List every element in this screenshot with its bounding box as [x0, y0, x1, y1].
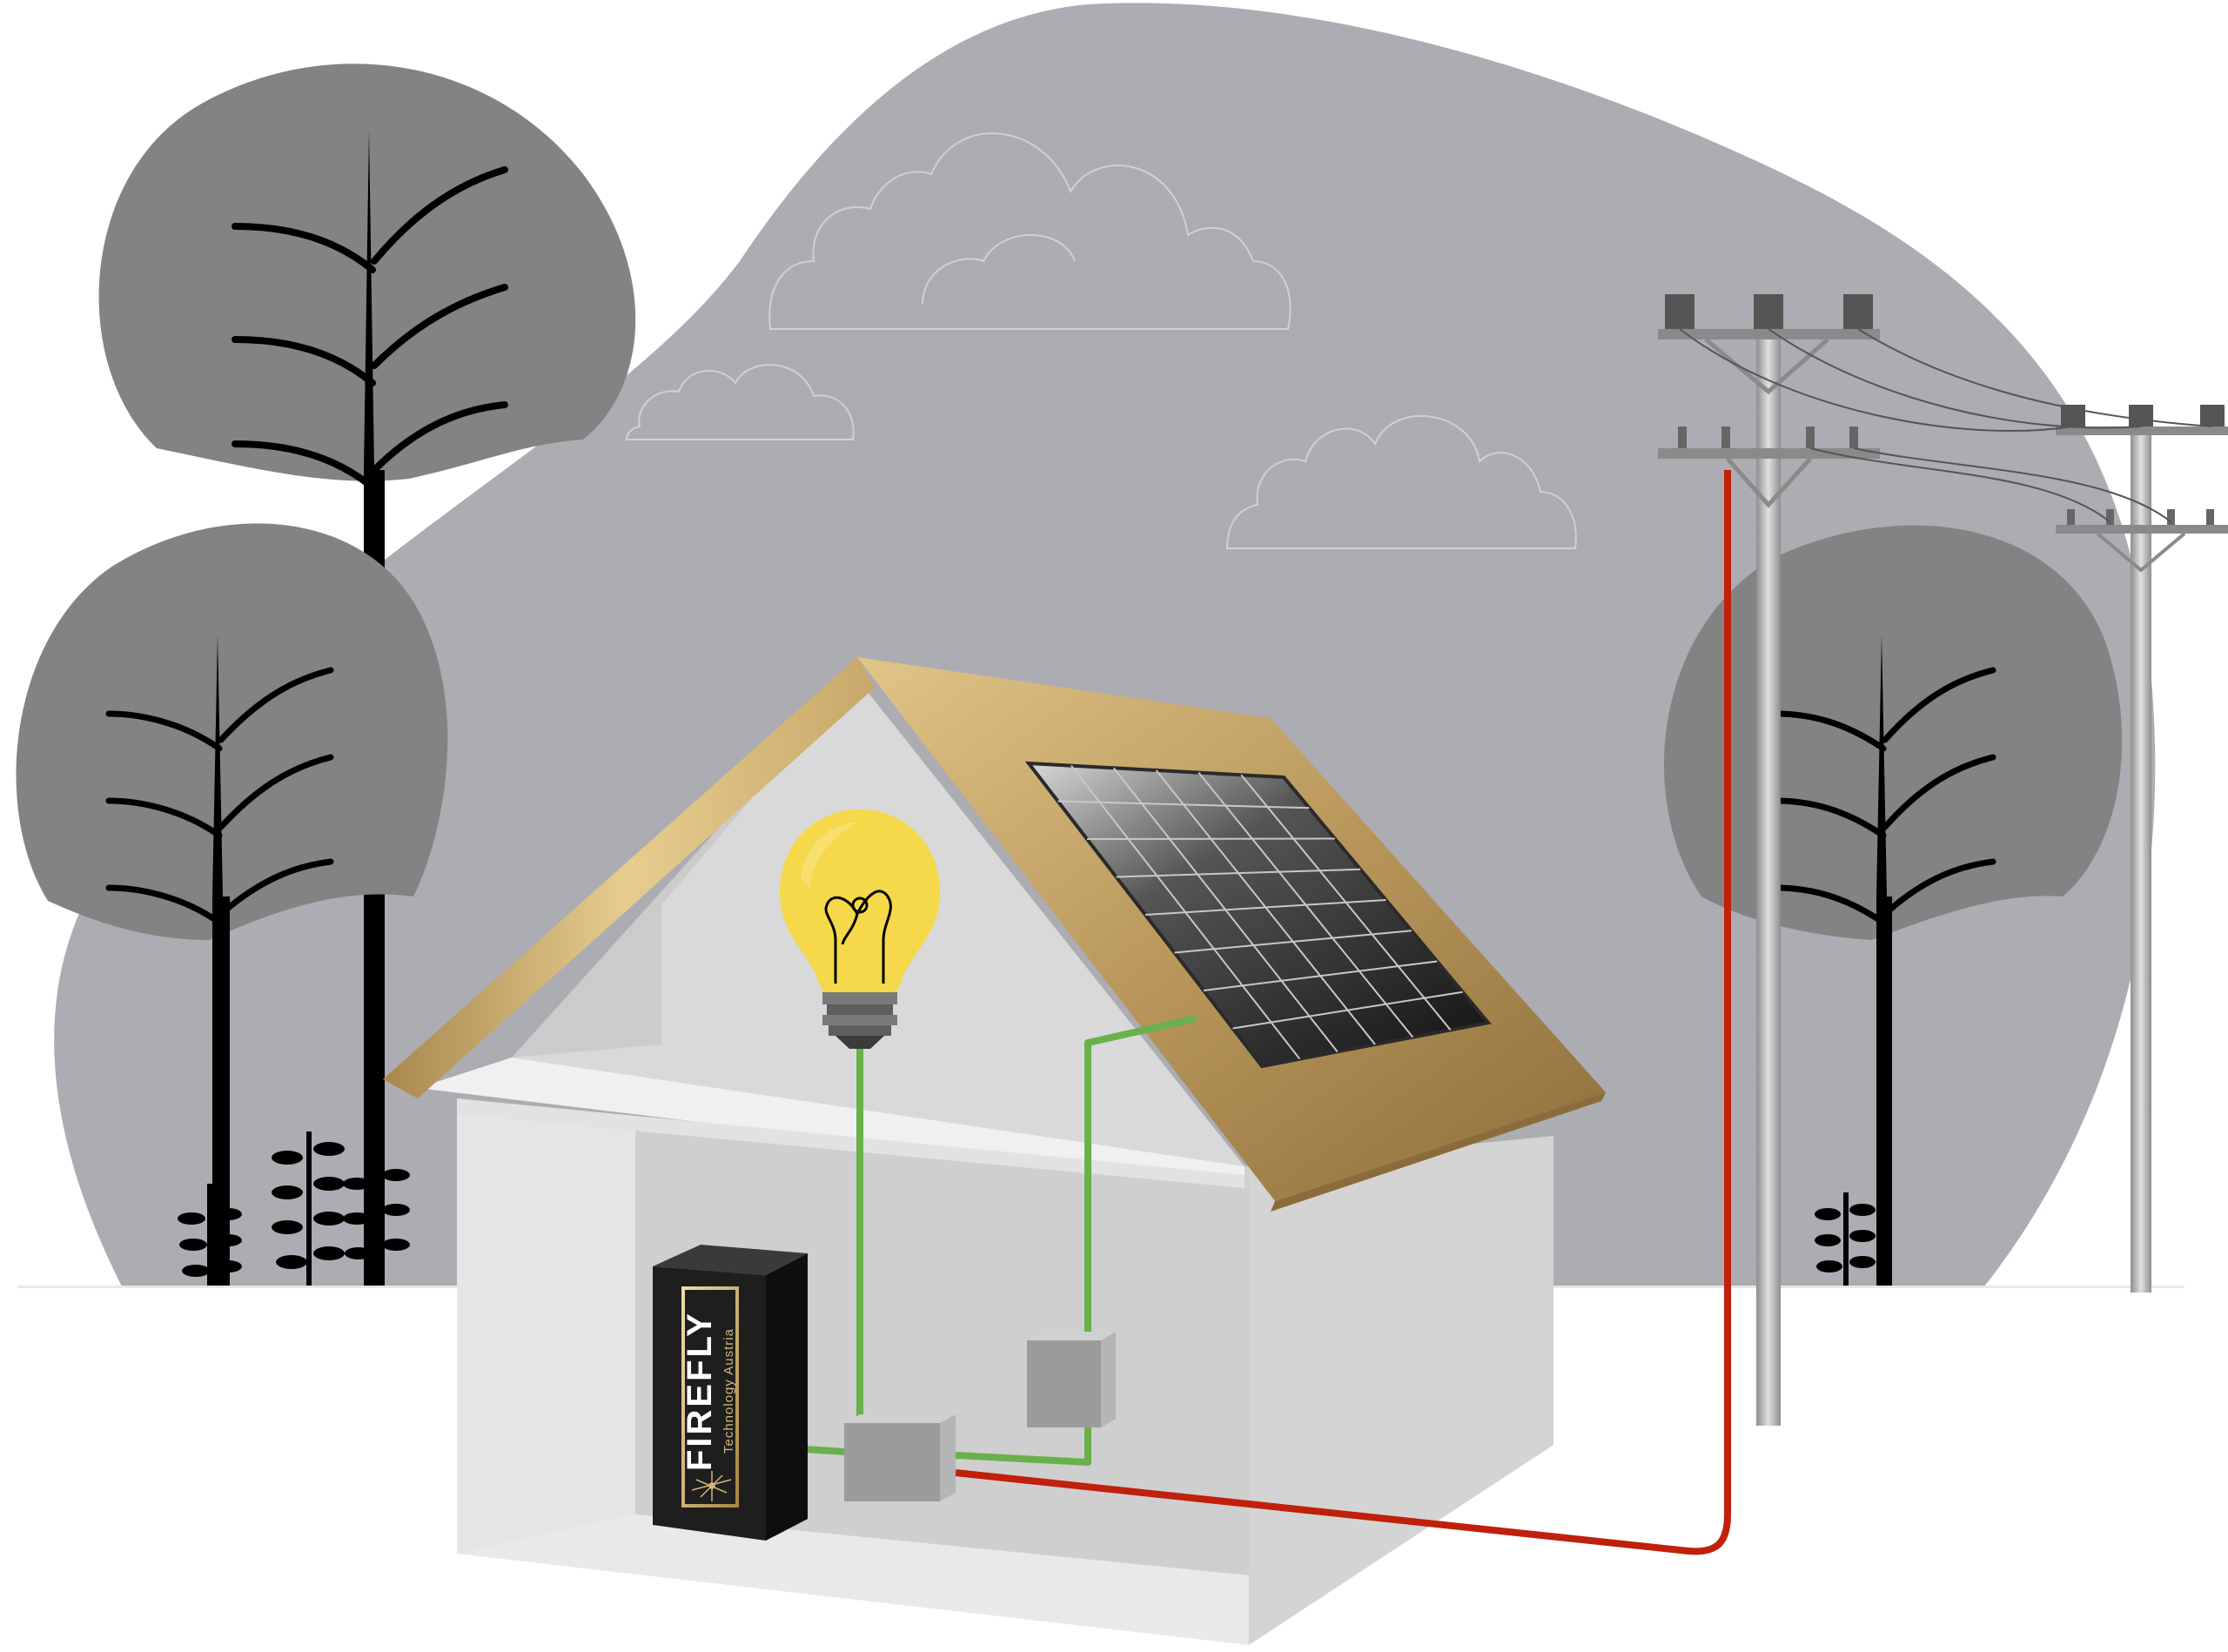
solar-wire — [955, 1015, 1198, 1466]
solar-cell-line — [1232, 991, 1463, 1030]
house-left-wall — [457, 1101, 635, 1554]
power-lines — [1679, 328, 2213, 523]
inverter-box — [1027, 1332, 1116, 1427]
grid-wire — [955, 470, 1731, 1555]
house-right-wall — [1249, 1136, 1554, 1645]
cloud-outline-icon — [625, 132, 1577, 549]
background-hill — [54, 3, 2156, 1287]
house-eave-edge — [457, 1098, 1245, 1188]
battery-tagline-label: Technology Austria — [721, 1328, 736, 1454]
solar-cell-line — [1174, 930, 1412, 954]
solar-cell-line — [1203, 960, 1438, 991]
wiring — [804, 470, 1731, 1555]
solar-panel-grid — [1057, 765, 1463, 1060]
bush-icon — [178, 1132, 1876, 1288]
house-interior-floor — [457, 1514, 1249, 1645]
battery-unit: FIREFLY Technology Austria — [653, 1245, 808, 1541]
utility-pole-icon — [1658, 294, 1880, 1426]
solar-panel-icon — [1024, 761, 1492, 1069]
roof-left-slope — [383, 657, 875, 1098]
solar-cell-line — [1057, 800, 1310, 809]
solar-cell-line — [1086, 837, 1335, 840]
battery-brand-label: FIREFLY — [681, 1311, 719, 1471]
light-bulb-icon — [780, 809, 940, 1049]
firefly-emblem-icon — [691, 1471, 732, 1501]
tree-icon — [16, 523, 448, 1288]
tree-icon — [98, 64, 636, 1288]
solar-cell-line — [1144, 899, 1386, 916]
battery-wire — [804, 1446, 847, 1455]
utility-pole-icon — [2056, 405, 2228, 1293]
roof-right-edge — [1271, 1092, 1606, 1212]
solar-cell-line — [1116, 868, 1361, 878]
meter-box — [844, 1414, 956, 1501]
